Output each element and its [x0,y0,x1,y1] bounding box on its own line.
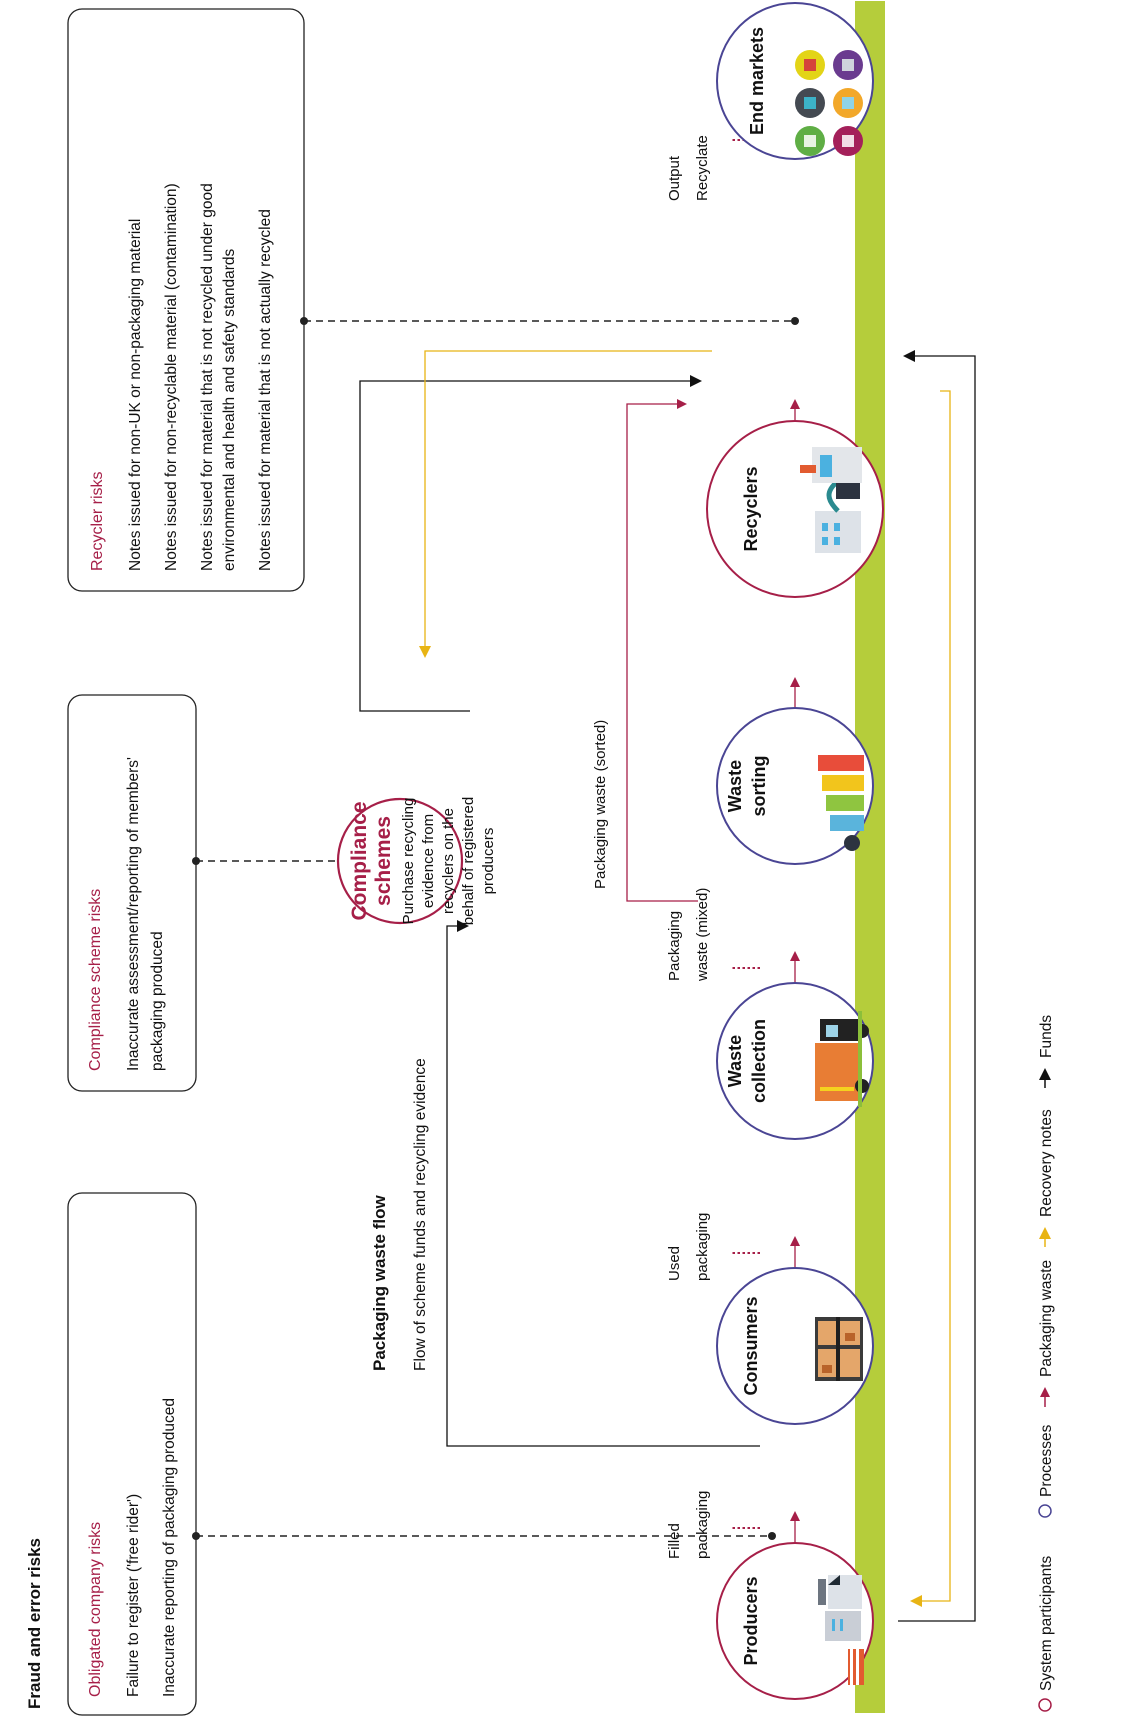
legend-packaging-waste: Packaging waste [1038,1260,1055,1377]
legend-funds: Funds [1038,1015,1055,1058]
waste-collection-title: Waste [725,1035,745,1087]
producers-node: Producers [716,1542,874,1700]
recycler-risk-line: Notes issued for material that is not ac… [257,209,274,571]
waste-sorting-node: Waste sorting [716,707,874,865]
edge-label: Packaging waste (sorted) [592,720,609,889]
recycler-risk-line: environmental and health and safety stan… [221,248,238,571]
legend: System participants Processes Packaging … [1038,1015,1055,1712]
edge-label: Recyclate [694,135,711,201]
obligated-risk-title: Obligated company risks [87,1522,104,1697]
factory-icon [818,1575,864,1685]
waste-sorting-title: sorting [749,756,769,817]
recycling-plant-icon [800,447,862,553]
end-market-product-icons [795,50,863,156]
participant-legend-icon [1038,1698,1052,1712]
legend-participants: System participants [1038,1556,1055,1691]
edge-label: Used [666,1246,683,1281]
flow-heading: Packaging waste flow [370,1195,389,1371]
edge-label: Packaging [666,911,683,981]
funds-lines [359,350,976,1622]
compliance-risk-title: Compliance scheme risks [87,889,104,1071]
recyclers-node: Recyclers [706,420,884,598]
notes-to-producers [910,390,951,1607]
funds-producer-to-recyclers [898,350,976,1622]
recyclers-title: Recyclers [741,466,761,551]
compliance-desc: Purchase recycling [400,798,417,925]
recycler-risk-line: Notes issued for non-UK or non-packaging… [127,219,144,571]
obligated-risk-item: Inaccurate reporting of packaging produc… [161,1398,178,1697]
recycler-risk-box: Recycler risks Notes issued for non-UK o… [67,8,305,592]
producers-title: Producers [741,1576,761,1665]
process-legend-icon [1038,1504,1052,1518]
end-markets-title: End markets [747,27,767,135]
compliance-desc: evidence from [420,814,437,908]
end-markets-node: End markets [716,2,874,160]
recovery-notes-lines [419,350,951,1607]
process-band [855,1,885,1713]
flow-subheading: Flow of scheme funds and recycling evide… [412,1058,429,1371]
recycler-risk-line: Notes issued for non-recyclable material… [163,183,180,571]
edge-label: waste (mixed) [694,888,711,982]
compliance-title: Compliance [348,801,371,920]
edge-label: packaging [694,1213,711,1281]
recycler-risk-title: Recycler risks [89,471,106,571]
sorted-waste-line [626,399,698,902]
shopping-shelf-icon [815,1317,863,1381]
legend-processes: Processes [1038,1424,1055,1497]
waste-collection-node: Waste collection [716,982,874,1140]
compliance-risk-line: Inaccurate assessment/reporting of membe… [125,757,142,1071]
obligated-risk-box: Obligated company risks Failure to regis… [67,1192,197,1716]
compliance-desc: recyclers on the [440,808,457,914]
edge-label: packaging [694,1491,711,1559]
legend-recovery-notes: Recovery notes [1038,1109,1055,1217]
edge-label: Filled [666,1523,683,1559]
compliance-title: schemes [372,816,395,906]
obligated-risk-item: Failure to register ('free rider') [125,1494,142,1697]
notes-recyclers-to-compliance [419,350,712,658]
compliance-desc: producers [480,828,497,895]
funds-producer-to-compliance [446,920,760,1447]
consumers-node: Consumers [716,1267,874,1425]
edge-label: Output [666,155,683,201]
compliance-schemes-node: Compliance schemes Purchase recycling ev… [336,797,497,925]
waste-collection-title: collection [749,1019,769,1103]
compliance-risk-line: packaging produced [149,931,166,1071]
recycling-bins-icon [818,755,864,851]
garbage-truck-icon [815,1011,869,1107]
diagram-title: Fraud and error risks [25,1538,44,1709]
recycler-risk-line: Notes issued for material that is not re… [199,183,216,571]
funds-compliance-to-recyclers [359,375,702,712]
consumers-title: Consumers [741,1296,761,1395]
compliance-desc: behalf of registered [460,797,477,925]
compliance-risk-box: Compliance scheme risks Inaccurate asses… [67,694,197,1092]
waste-sorting-title: Waste [725,760,745,812]
